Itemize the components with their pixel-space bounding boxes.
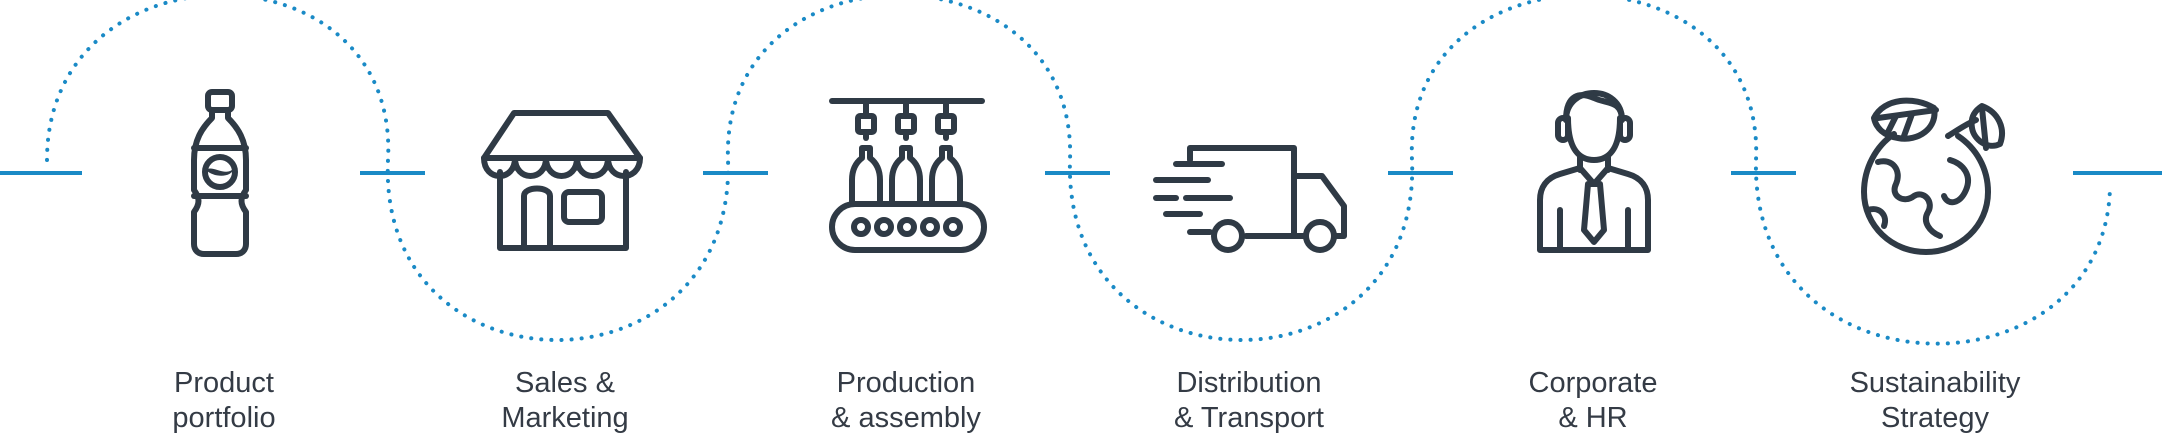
- label-line-2: portfolio: [172, 402, 276, 434]
- storefront-icon: [481, 110, 643, 251]
- step-label-sales-marketing: Sales & Marketing: [445, 366, 685, 436]
- label-line-1: Product: [174, 367, 274, 399]
- dotted-wave-connector: [45, 0, 2112, 346]
- label-line-1: Production: [836, 367, 976, 399]
- bottling-line-icon: [829, 98, 987, 253]
- globe-leaves-icon: [1861, 97, 2005, 255]
- step-label-product-portfolio: Product portfolio: [104, 366, 344, 436]
- step-label-distribution-transport: Distribution & Transport: [1129, 366, 1369, 436]
- step-label-sustainability-strategy: Sustainability Strategy: [1815, 366, 2055, 436]
- businessman-icon: [1537, 90, 1651, 253]
- label-line-2: & assembly: [831, 402, 981, 434]
- step-label-corporate-hr: Corporate & HR: [1473, 366, 1713, 436]
- soda-bottle-icon: [191, 89, 249, 257]
- label-line-1: Corporate: [1528, 367, 1658, 399]
- bottle-logo-wave: [206, 168, 234, 176]
- label-line-2: & Transport: [1174, 402, 1324, 434]
- delivery-truck-icon: [1153, 145, 1347, 253]
- step-label-production-assembly: Production & assembly: [786, 366, 1026, 436]
- label-line-2: Strategy: [1881, 402, 1989, 434]
- label-line-2: & HR: [1558, 402, 1628, 434]
- label-line-1: Sales &: [515, 367, 615, 399]
- label-line-2: Marketing: [501, 402, 629, 434]
- label-line-1: Distribution: [1176, 367, 1322, 399]
- label-line-1: Sustainability: [1849, 367, 2021, 399]
